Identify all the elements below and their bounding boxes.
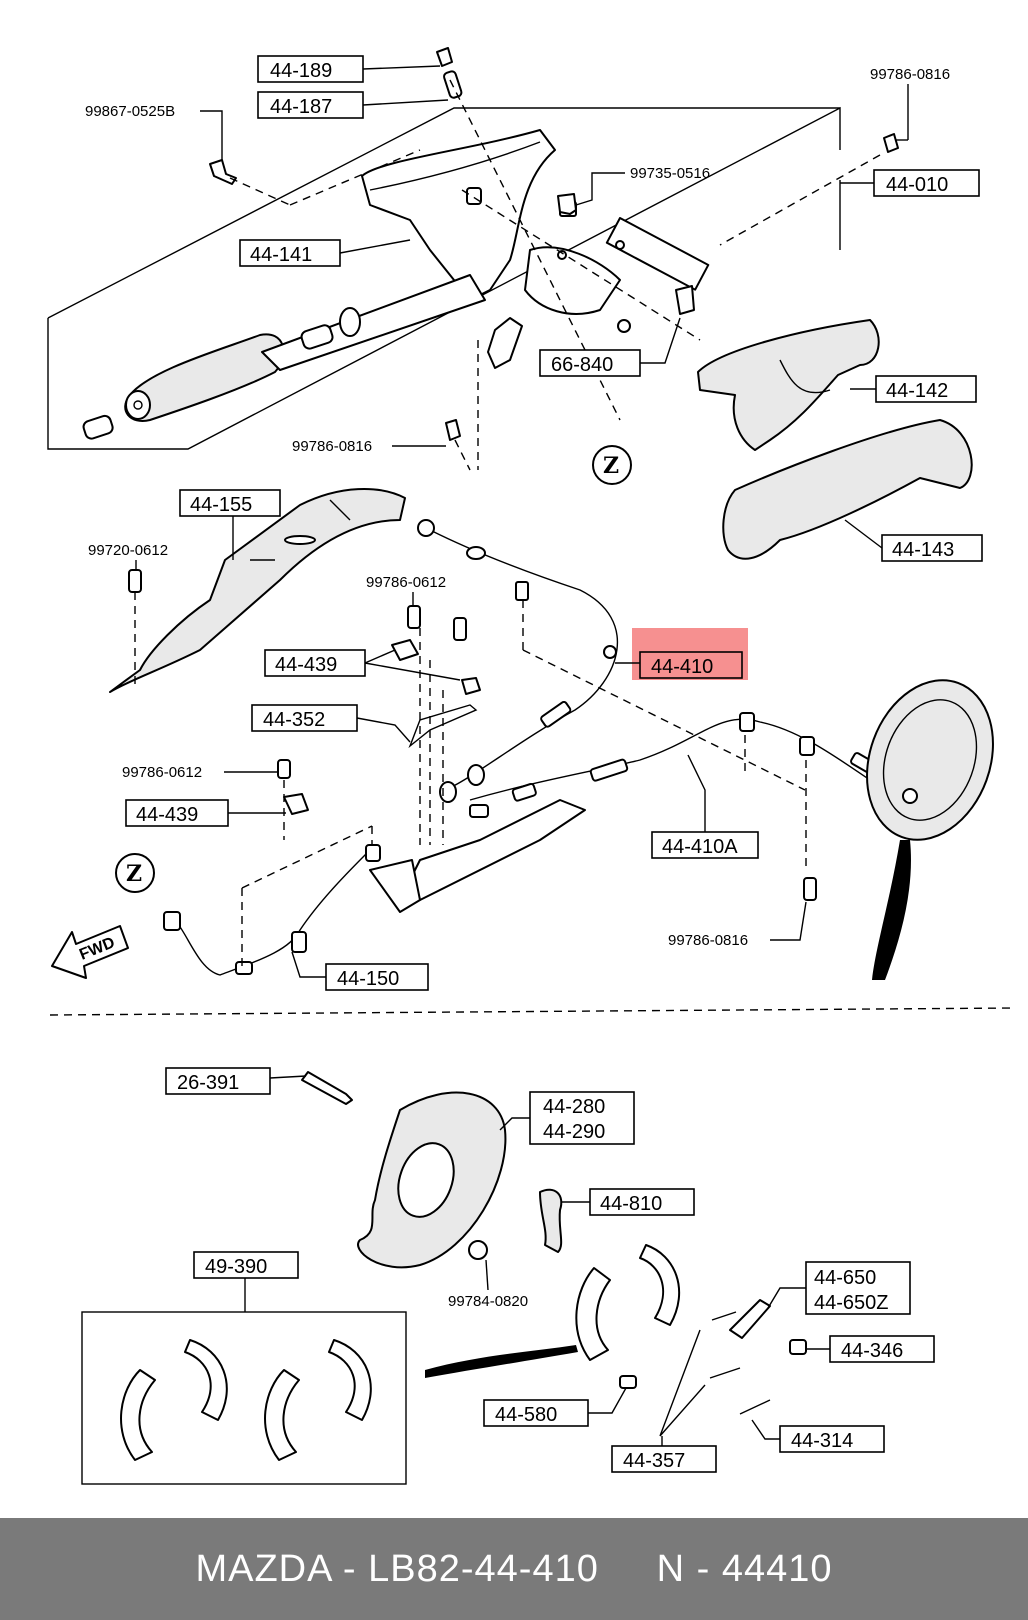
front-cable-part <box>417 519 806 791</box>
label-44-189: 44-189 <box>270 60 332 82</box>
label-44-439-b: 44-439 <box>136 804 198 826</box>
shoe-kit-part <box>81 1311 407 1485</box>
highlight-44-410 <box>632 628 748 680</box>
bolt-parts-top <box>209 47 899 441</box>
footer-right-text: N - 44410 <box>656 1547 833 1590</box>
armrest-part <box>722 419 973 560</box>
label-99735-0516: 99735-0516 <box>630 165 710 182</box>
z-marker-text: Z <box>603 453 619 479</box>
label-99786-0816-mid: 99786-0816 <box>292 438 372 455</box>
label-44-410a: 44-410A <box>662 836 738 858</box>
label-44-280: 44-280 <box>543 1096 605 1118</box>
z-marker-2-text: Z <box>126 861 142 887</box>
lever-assembly-outline <box>47 106 841 450</box>
label-99786-0612-a: 99786-0612 <box>366 574 446 591</box>
label-44-187: 44-187 <box>270 96 332 118</box>
label-44-142: 44-142 <box>886 380 948 402</box>
bolt-parts-middle <box>277 605 817 901</box>
part-number-footer: MAZDA - LB82-44-410 N - 44410 <box>0 1518 1028 1620</box>
left-cable-part <box>163 825 381 976</box>
fwd-arrow-icon: FWD <box>51 925 129 979</box>
leader-dashes-top <box>229 79 881 471</box>
label-99786-0816-bottom: 99786-0816 <box>668 932 748 949</box>
footer-spacer <box>599 1548 657 1591</box>
rear-cable-part <box>469 712 882 870</box>
label-44-346: 44-346 <box>841 1340 903 1362</box>
reference-z-marker-2: Z <box>115 853 155 893</box>
callout-labels: 44-189 44-187 99867-0525B 99786-0816 44-… <box>85 55 983 1473</box>
label-99720-0612: 99720-0612 <box>88 542 168 559</box>
equalizer-part <box>369 764 586 913</box>
label-44-357: 44-357 <box>623 1450 685 1472</box>
label-44-410: 44-410 <box>651 656 713 678</box>
bolt-99720-part <box>128 569 142 690</box>
lever-handle-part <box>82 274 486 440</box>
cable-bracket-part <box>109 487 406 693</box>
label-44-155: 44-155 <box>190 494 252 516</box>
label-44-010: 44-010 <box>886 174 948 196</box>
label-44-150: 44-150 <box>337 968 399 990</box>
parts-diagram: Z <box>47 47 1016 1485</box>
label-44-141: 44-141 <box>250 244 312 266</box>
label-44-580: 44-580 <box>495 1404 557 1426</box>
label-44-810: 44-810 <box>600 1193 662 1215</box>
label-44-650z: 44-650Z <box>814 1292 889 1314</box>
label-99786-0816-top: 99786-0816 <box>870 66 950 83</box>
label-99786-0612-b: 99786-0612 <box>122 764 202 781</box>
footer-left-text: MAZDA - LB82-44-410 <box>195 1547 599 1590</box>
label-66-840: 66-840 <box>551 354 613 376</box>
console-cover-part <box>697 319 880 451</box>
section-divider <box>49 1007 1016 1016</box>
label-44-290: 44-290 <box>543 1121 605 1143</box>
reference-z-marker: Z <box>592 445 632 485</box>
label-44-352: 44-352 <box>263 709 325 731</box>
label-99784-0820: 99784-0820 <box>448 1293 528 1310</box>
label-99867-0525b: 99867-0525B <box>85 103 175 120</box>
drum-backing-part <box>866 679 994 980</box>
label-26-391: 26-391 <box>177 1072 239 1094</box>
label-49-390: 49-390 <box>205 1256 267 1278</box>
label-44-314: 44-314 <box>791 1430 853 1452</box>
label-44-143: 44-143 <box>892 539 954 561</box>
label-44-439-a: 44-439 <box>275 654 337 676</box>
label-44-650: 44-650 <box>814 1267 876 1289</box>
brake-parts-bottom <box>301 1071 807 1437</box>
